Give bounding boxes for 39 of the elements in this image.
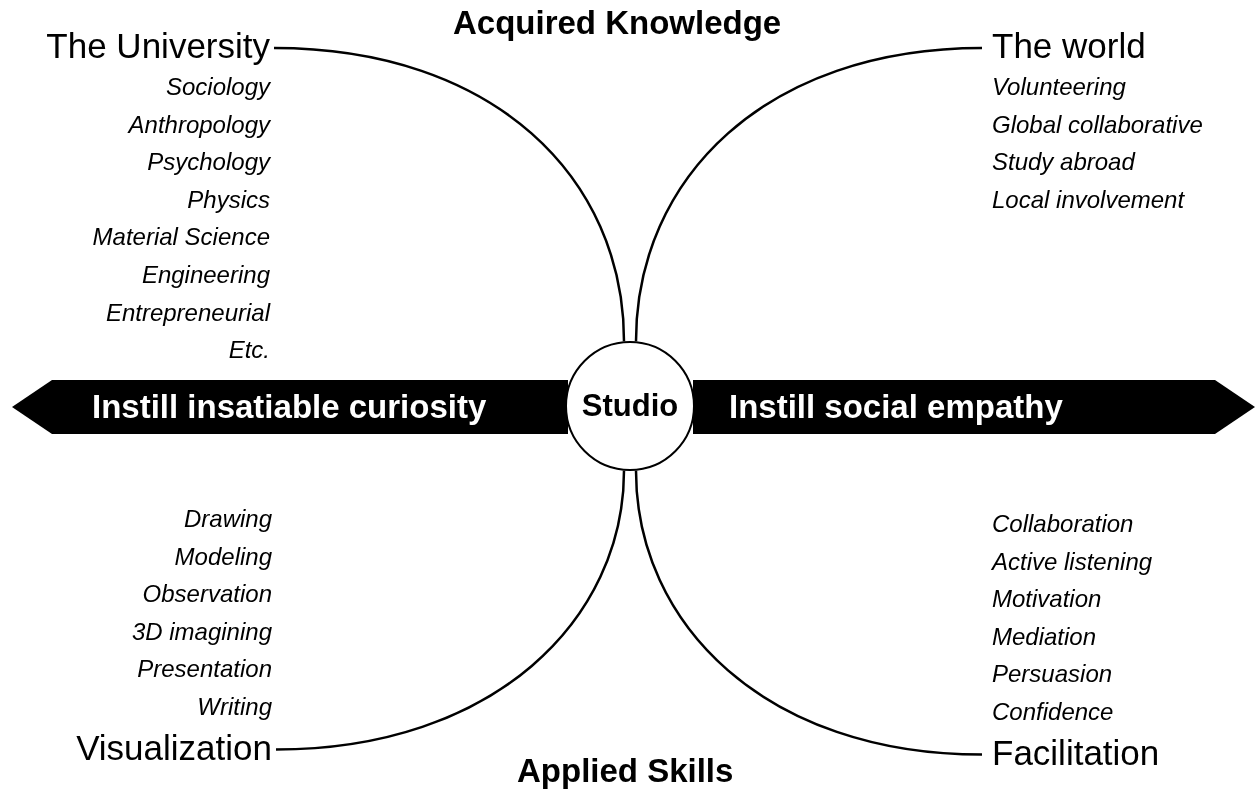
list-item: Mediation xyxy=(992,621,1097,652)
list-item: Global collaborative xyxy=(992,109,1203,140)
heading: Facilitation xyxy=(992,731,1160,774)
curved-line xyxy=(273,46,626,342)
list-item: Study abroad xyxy=(992,147,1135,178)
list-item: Presentation xyxy=(137,654,272,685)
list-item: Sociology xyxy=(165,72,270,102)
circle-text: Studio xyxy=(581,388,679,424)
heading: The world xyxy=(992,25,1146,67)
list-item: Motivation xyxy=(992,584,1102,615)
section-heading: Applied Skills xyxy=(517,752,734,790)
curved-line xyxy=(634,46,983,342)
list-item: Anthropology xyxy=(128,109,270,140)
arrow-banner xyxy=(12,380,568,434)
curved-line xyxy=(634,470,983,756)
list-item: Drawing xyxy=(183,504,272,534)
list-item: Material Science xyxy=(92,222,270,253)
heading: The University xyxy=(46,25,270,67)
list-item: Local involvement xyxy=(992,184,1185,215)
list-item: 3D imagining xyxy=(131,616,272,647)
list-item: Modeling xyxy=(174,541,272,572)
section-heading: Acquired Knowledge xyxy=(453,4,782,42)
banner-text: Instill insatiable curiosity xyxy=(92,388,487,426)
list-item: Entrepreneurial xyxy=(105,297,270,328)
curved-line xyxy=(275,470,626,751)
list-item: Confidence xyxy=(992,696,1114,727)
arrow-banner xyxy=(693,380,1255,434)
list-item: Persuasion xyxy=(992,659,1113,690)
list-item: Collaboration xyxy=(992,509,1134,539)
list-item: Psychology xyxy=(147,147,270,178)
list-item: Writing xyxy=(197,691,272,722)
list-item: Physics xyxy=(187,184,270,215)
list-item: Observation xyxy=(142,579,272,610)
list-item: Volunteering xyxy=(992,72,1126,102)
heading: Visualization xyxy=(76,726,272,769)
list-item: Etc. xyxy=(228,335,270,366)
list-item: Active listening xyxy=(992,546,1153,577)
list-item: Engineering xyxy=(141,259,270,290)
banner-text: Instill social empathy xyxy=(729,388,1063,426)
